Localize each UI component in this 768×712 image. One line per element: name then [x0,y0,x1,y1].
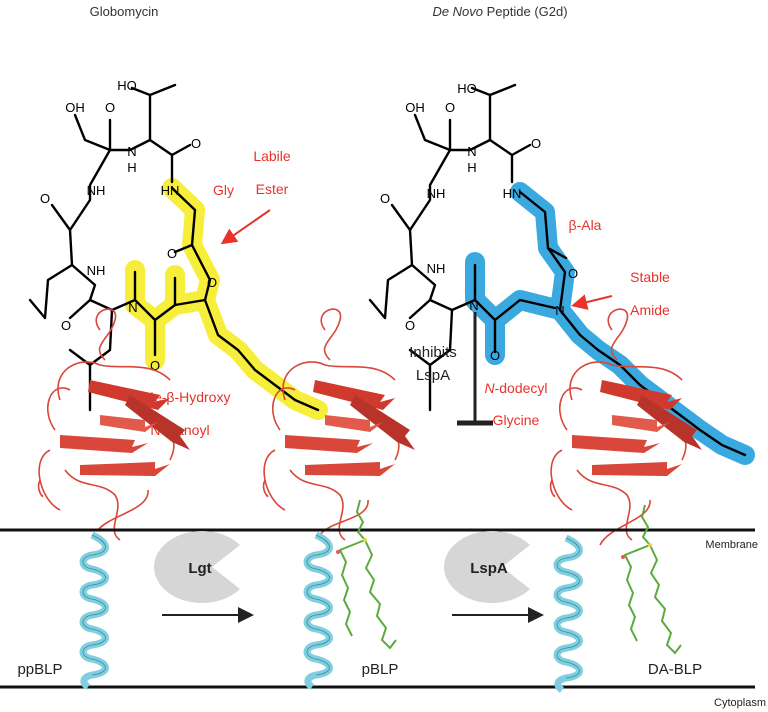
lgt-label: Lgt [188,560,211,577]
atom-o: O [191,136,201,151]
dodecyl-rest: -dodecyl [495,380,548,396]
glycine-label: Glycine [493,412,540,428]
stable-arrow [571,294,613,310]
atom-ester-o: O [207,275,217,290]
inhibits-label-2: LspA [416,367,450,384]
beta-ala-label: β-Ala [569,217,602,233]
stable-label-2: Amide [630,302,670,318]
atom-n: N [127,144,136,159]
labile-label-1: Labile [253,148,291,164]
atom-ho: HO [457,81,477,96]
g2d-title-rest: Peptide (G2d) [483,4,568,19]
atom-o: O [380,191,390,206]
atom-o: O [445,100,455,115]
atom-o: O [531,136,541,151]
yellow-highlight-branch [125,260,215,370]
g2d-structure: HO OH O O NH HN O NH O O N N O N H β-Ala… [368,81,755,465]
lipid-chains-pblp [335,499,397,649]
ppblp-label: ppBLP [17,661,62,678]
atom-o: O [105,100,115,115]
gly-label: Gly [213,182,234,198]
helix-dablp [557,538,580,690]
atom-n: N [467,144,476,159]
globomycin-structure: HO OH O O NH HN O NH O O N O O N H Gly L… [28,78,328,438]
atom-n: N [128,300,137,315]
atom-o: O [61,318,71,333]
blue-highlight-branch [465,252,570,365]
atom-hn: HN [161,183,180,198]
dodecyl-label: N-dodecyl [484,380,547,396]
atom-hn: HN [503,186,522,201]
atom-o: O [405,318,415,333]
globomycin-title: Globomycin [90,4,159,19]
dodecyl-italic: N [484,380,495,396]
linker-dablp [599,499,651,546]
cytoplasm-label: Cytoplasm [714,697,766,709]
atom-h: H [467,160,476,175]
atom-n: N [469,298,478,313]
atom-o: O [490,348,500,363]
protein-dablp [549,308,703,541]
inhibition-symbol [457,312,493,426]
labile-label-2: Ester [256,181,289,197]
lspa-enzyme-shape [444,531,530,604]
atom-o: O [167,246,177,261]
inhibits-label-1: Inhibits [409,344,457,361]
atom-nh: NH [87,263,106,278]
atom-h: H [127,160,136,175]
blue-highlight [510,182,755,465]
protein-pblp [262,308,416,541]
lipid-chains-dablp [620,504,682,654]
stable-label-1: Stable [630,269,670,285]
protein-ppblp [37,308,191,541]
atom-o: O [568,266,578,281]
atom-nh: NH [427,261,446,276]
linker-ppblp [97,489,149,531]
pblp-label: pBLP [362,661,399,678]
atom-o: O [150,358,160,373]
g2d-title: De Novo Peptide (G2d) [432,4,567,19]
atom-oh: OH [405,100,425,115]
helix-ppblp [83,535,106,687]
labile-arrow [220,209,271,245]
g2d-title-italic: De Novo [432,4,483,19]
membrane-label: Membrane [705,539,758,551]
atom-nh: NH [87,183,106,198]
atom-ho: HO [117,78,137,93]
atom-nh: NH [427,186,446,201]
atom-o: O [40,191,50,206]
lspa-label: LspA [470,560,508,577]
helix-pblp [307,535,330,687]
dablp-label: DA-BLP [648,661,702,678]
atom-oh: OH [65,100,85,115]
lgt-enzyme-shape [154,531,240,604]
atom-amide-n: N [555,303,564,318]
